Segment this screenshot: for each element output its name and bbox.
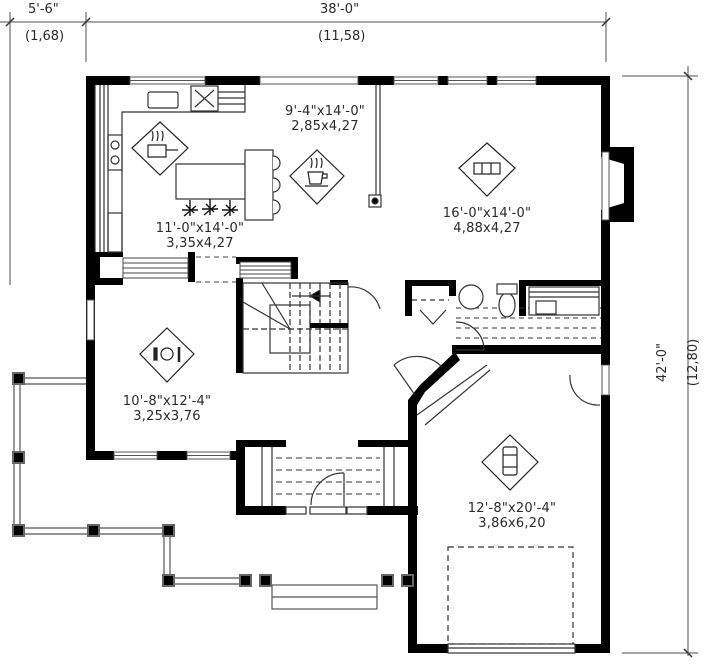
- kitchen-metric: 3,35x4,27: [166, 236, 234, 251]
- dining-nook-metric: 2,85x4,27: [291, 119, 359, 134]
- sofa-icon: [458, 142, 516, 197]
- kitchen-island: [175, 149, 281, 221]
- dim-right-imperial: 42'-0": [655, 342, 671, 383]
- nook-post: [368, 85, 382, 208]
- dimension-ticks: [5, 17, 693, 658]
- dim-top-left-imperial: 5'-6": [28, 2, 59, 17]
- bathroom-fixtures: [455, 283, 600, 351]
- dashed-openings: [196, 256, 236, 283]
- dim-right-metric: (12,80): [686, 338, 702, 387]
- plants: [182, 199, 238, 217]
- entry-door: [285, 472, 368, 515]
- plate-cutlery-icon: [139, 327, 195, 383]
- kitchen-counters: [94, 85, 246, 253]
- living-room-metric: 4,88x4,27: [453, 221, 521, 236]
- door-swings: [393, 355, 601, 426]
- garage-door: [447, 546, 576, 654]
- room-label-kitchen: 11'-0"x14'-0" 3,35x4,27: [130, 221, 270, 251]
- porch-posts: [12, 372, 414, 587]
- exterior-walls: [86, 76, 634, 653]
- room-label-dining-nook: 9'-4"x14'-0" 2,85x4,27: [255, 104, 395, 134]
- dimension-lines: [0, 12, 698, 656]
- dining-room-imperial: 10'-8"x12'-4": [122, 394, 212, 409]
- room-label-garage: 12'-8"x20'-4" 3,86x6,20: [442, 501, 582, 531]
- dining-nook-imperial: 9'-4"x14'-0": [285, 104, 365, 119]
- garage-imperial: 12'-8"x20'-4": [467, 501, 557, 516]
- kitchen-lower-cabinets: [122, 257, 292, 279]
- room-label-living-room: 16'-0"x14'-0" 4,88x4,27: [417, 206, 557, 236]
- cooking-pot-icon: [131, 121, 189, 176]
- living-room-imperial: 16'-0"x14'-0": [442, 206, 532, 221]
- stair-wall: [310, 323, 348, 328]
- car-icon: [481, 434, 539, 491]
- dim-top-main-imperial: 38'-0": [320, 2, 360, 17]
- windows: [86, 76, 610, 460]
- dim-top-left-metric: (1,68): [25, 29, 65, 44]
- coffee-cup-icon: [289, 149, 345, 205]
- kitchen-imperial: 11'-0"x14'-0": [155, 221, 245, 236]
- dining-room-metric: 3,25x3,76: [133, 409, 201, 424]
- garage-metric: 3,86x6,20: [478, 516, 546, 531]
- dim-top-main-metric: (11,58): [318, 29, 366, 44]
- closet: [412, 299, 449, 325]
- vestibule-tiles: [276, 457, 380, 495]
- vestibule: [261, 447, 395, 506]
- room-label-dining-room: 10'-8"x12'-4" 3,25x3,76: [97, 394, 237, 424]
